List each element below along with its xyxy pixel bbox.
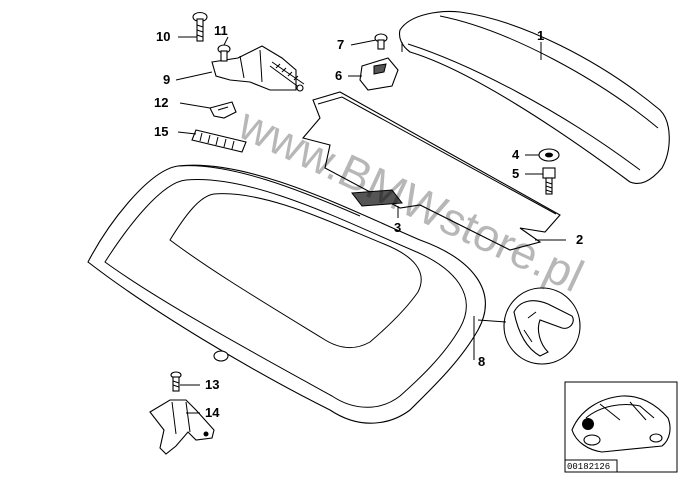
part-9-hinge [211, 45, 305, 92]
callout-6: 6 [335, 68, 342, 83]
callout-4: 4 [512, 147, 520, 162]
callout-5: 5 [512, 166, 519, 181]
callout-2: 2 [576, 232, 583, 247]
leader-lines [175, 36, 566, 414]
part-6-bracket [359, 57, 399, 91]
callout-10: 10 [156, 29, 170, 44]
callout-7: 7 [337, 37, 344, 52]
part-7-screw [374, 33, 388, 50]
callout-11: 11 [214, 23, 228, 38]
part-8-rear-window [87, 164, 486, 424]
part-13-bolt [170, 371, 182, 392]
part-4-washer [538, 148, 560, 162]
part-1-spoiler [398, 11, 670, 185]
callout-12: 12 [154, 95, 168, 110]
part-2-panel [302, 91, 561, 251]
reference-code: 00182126 [567, 462, 610, 472]
part-11-bolt [217, 44, 231, 62]
part-12-clip [209, 101, 237, 119]
callouts: 1 2 3 4 5 6 7 8 9 10 11 12 15 13 14 [154, 23, 583, 420]
callout-14: 14 [205, 405, 220, 420]
callout-13-15: 15 [154, 124, 168, 139]
car-thumbnail-inset: 00182126 [564, 381, 678, 473]
callout-3: 3 [394, 220, 401, 235]
part-3-pad [351, 189, 403, 207]
callout-13: 13 [205, 377, 219, 392]
part-15-vent [191, 129, 247, 153]
part-5-bolt [542, 167, 556, 195]
callout-1: 1 [537, 28, 544, 43]
callout-8: 8 [478, 354, 485, 369]
part-10-bolt [192, 11, 208, 42]
seal-detail-inset [477, 287, 581, 365]
callout-9: 9 [163, 72, 170, 87]
